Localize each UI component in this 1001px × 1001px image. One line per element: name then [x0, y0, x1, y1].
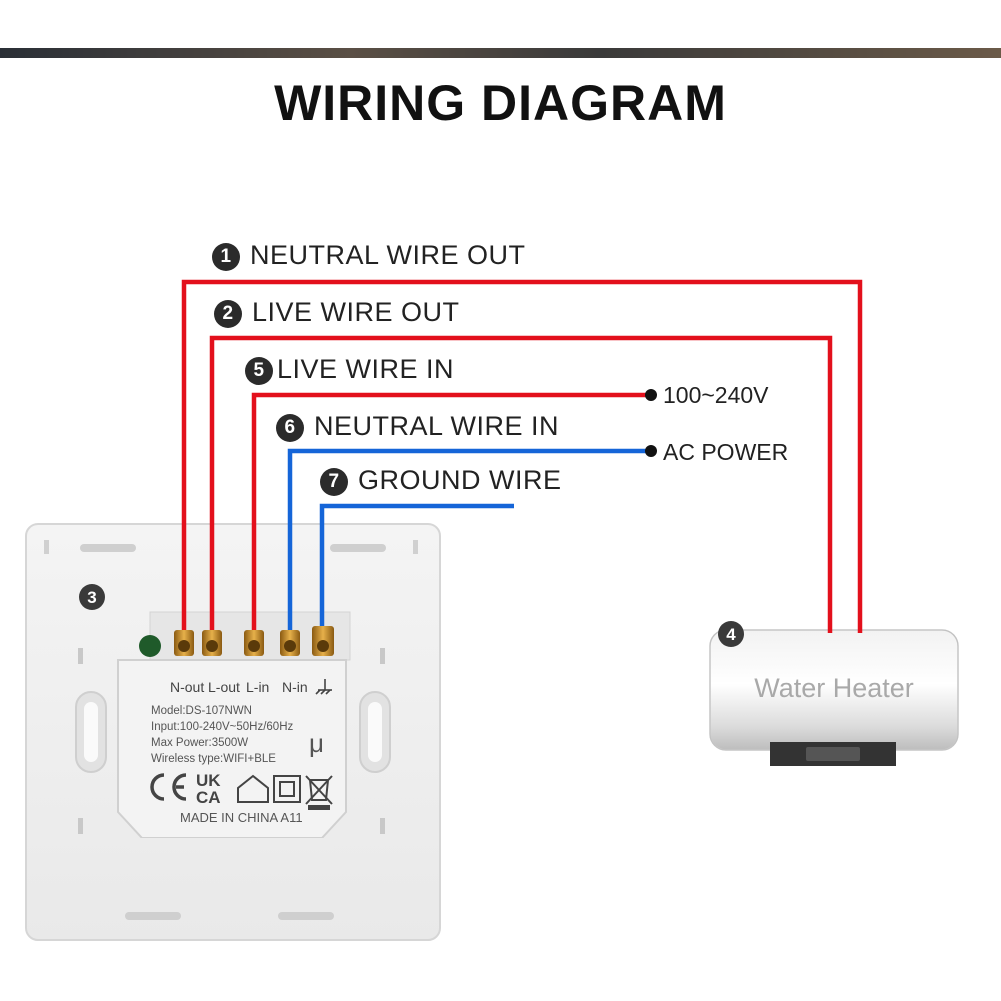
wire-label-neutral-in: 6 NEUTRAL WIRE IN: [276, 411, 559, 442]
wire-live-in: [251, 392, 650, 643]
class-ii-icon: [273, 775, 301, 803]
spec-max-power: Max Power:3500W: [151, 737, 248, 749]
smart-switch-body: N-out L-out L-in N-in Model:DS-107NWN In…: [25, 523, 441, 941]
svg-text:UK: UK: [196, 771, 221, 790]
top-decorative-bar: [0, 48, 1001, 58]
number-badge-2: 2: [214, 300, 242, 328]
terminal-label-n-in: N-in: [282, 679, 308, 695]
number-badge-5: 5: [245, 357, 273, 385]
mounting-slot: [80, 544, 136, 552]
indoor-use-icon: [237, 774, 269, 803]
supply-voltage-label: 100~240V: [663, 382, 769, 408]
terminal-screw-ground: [312, 626, 334, 656]
number-badge-4: 4: [718, 621, 744, 647]
supply-terminal-dot: [645, 389, 657, 401]
mu-mark: μ: [309, 728, 324, 758]
wire-label-text: LIVE WIRE OUT: [252, 297, 460, 327]
svg-text:4: 4: [726, 625, 736, 644]
terminal-screw-n-out: [174, 630, 194, 656]
terminal-label-n-out: N-out: [170, 679, 204, 695]
water-heater: Water Heater: [709, 629, 959, 766]
mounting-slot: [125, 912, 181, 920]
terminal-screw-l-in: [244, 630, 264, 656]
number-badge-7: 7: [320, 468, 348, 496]
terminal-block: [174, 626, 334, 656]
mounting-slot: [278, 912, 334, 920]
wire-label-neutral-out: 1 NEUTRAL WIRE OUT: [212, 240, 526, 271]
ac-power-label: AC POWER: [663, 439, 789, 465]
terminal-label-l-out: L-out: [208, 679, 240, 695]
svg-text:CA: CA: [196, 788, 221, 807]
wire-neutral-in: [287, 448, 650, 643]
made-in-label: MADE IN CHINA A11: [180, 810, 303, 825]
wire-label-live-out: 2 LIVE WIRE OUT: [214, 297, 460, 328]
ground-icon: [315, 679, 332, 695]
spec-wireless: Wireless type:WIFI+BLE: [151, 753, 276, 765]
terminal-label-l-in: L-in: [246, 679, 269, 695]
wire-label-text: NEUTRAL WIRE OUT: [250, 240, 526, 270]
wire-label-ground: 7 GROUND WIRE: [320, 465, 562, 496]
spec-input: Input:100-240V~50Hz/60Hz: [151, 721, 294, 733]
water-heater-label: Water Heater: [754, 673, 914, 703]
terminal-screw-l-out: [202, 630, 222, 656]
spec-model: Model:DS-107NWN: [151, 705, 252, 717]
weee-bin-icon: [305, 775, 333, 810]
wire-neutral-out: [181, 279, 863, 643]
svg-text:3: 3: [87, 588, 96, 607]
number-badge-1: 1: [212, 243, 240, 271]
ce-mark: [150, 773, 187, 801]
wire-label-text: GROUND WIRE: [358, 465, 562, 495]
wire-label-text: LIVE WIRE IN: [277, 354, 455, 384]
wire-ground: [319, 503, 514, 643]
status-led: [139, 635, 161, 657]
terminal-screw-n-in: [280, 630, 300, 656]
wire-live-out: [209, 335, 833, 643]
diagram-title: WIRING DIAGRAM: [274, 75, 727, 131]
mounting-slot: [330, 544, 386, 552]
number-badge-6: 6: [276, 414, 304, 442]
wire-label-text: NEUTRAL WIRE IN: [314, 411, 560, 441]
number-badge-3: 3: [79, 584, 105, 610]
supply-terminal-dot: [645, 445, 657, 457]
